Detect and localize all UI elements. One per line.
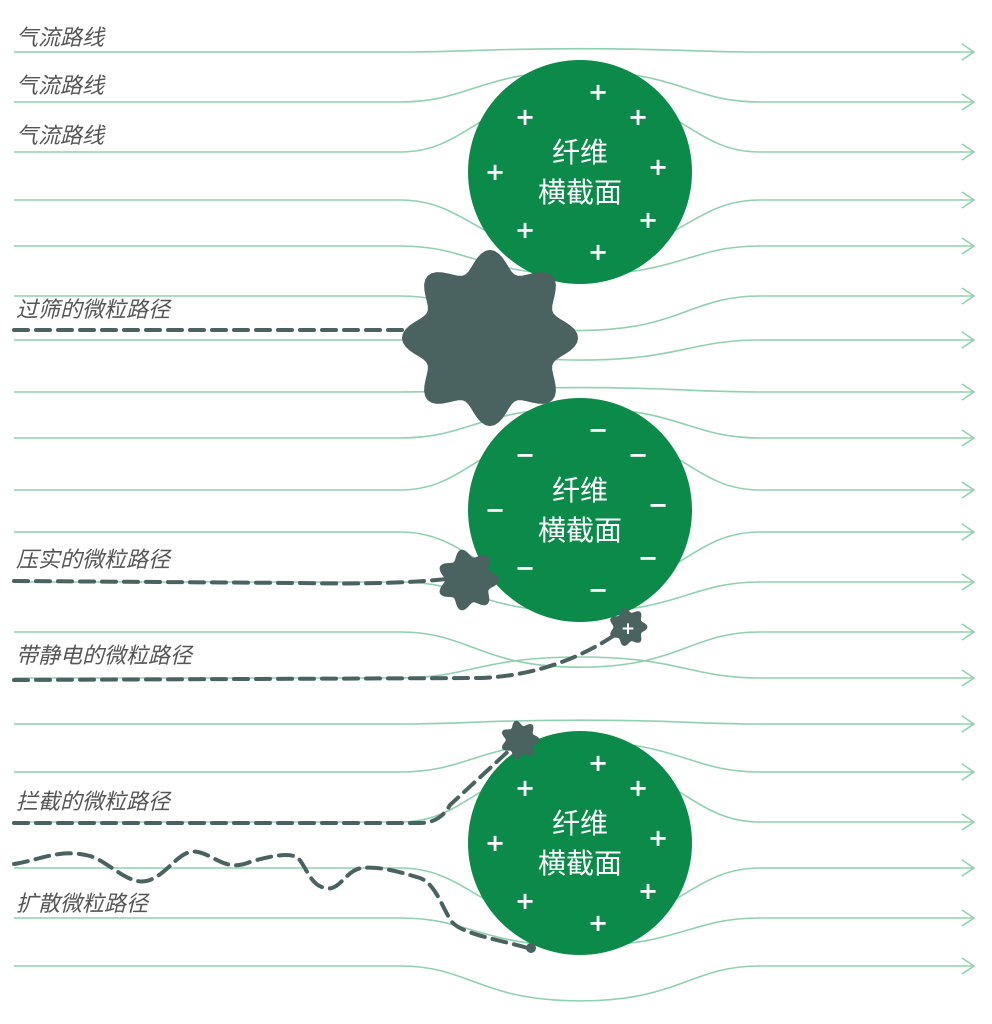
sieved-particle — [401, 249, 579, 427]
electrostatic-particle-charge: + — [621, 619, 635, 639]
fiber-charge-sign: + — [628, 774, 648, 802]
fiber-charges-1: ++++++++ — [485, 78, 668, 266]
fiber-charge-sign: + — [515, 774, 535, 802]
fiber-charge-sign: + — [638, 877, 658, 905]
streamline-arrowhead — [961, 909, 976, 927]
streamline-arrowhead — [961, 429, 976, 447]
fiber-charge-sign: + — [515, 103, 535, 131]
fiber-charges-2: −−−−−−−− — [485, 416, 668, 604]
streamline-arrowhead — [961, 383, 976, 401]
fiber-charge-sign: + — [515, 887, 535, 915]
streamline — [14, 917, 972, 947]
diffusion-particle-path-label: 扩散微粒路径 — [16, 892, 149, 917]
fiber-charge-sign: + — [588, 909, 608, 937]
fiber-charge-sign: + — [648, 824, 668, 852]
airflow-label-2: 气流路线 — [16, 74, 105, 99]
fiber-label-line2-1: 横截面 — [538, 176, 622, 209]
diffusion-particle — [526, 943, 536, 953]
fiber-charge-sign: + — [485, 829, 505, 857]
streamline — [14, 70, 972, 103]
fiber-charge-sign: − — [588, 416, 608, 444]
fiber-circle-2 — [468, 398, 692, 622]
fiber-cross-section-1: 纤维 横截面 ++++++++ — [468, 60, 692, 284]
fiber-charge-sign: − — [515, 554, 535, 582]
fiber-charges-3: ++++++++ — [485, 749, 668, 937]
streamline — [14, 47, 972, 53]
fiber-charge-sign: − — [588, 576, 608, 604]
streamline — [14, 719, 972, 725]
fiber-charge-sign: + — [588, 749, 608, 777]
streamline-arrowhead — [961, 287, 976, 305]
fiber-label-line2-2: 横截面 — [538, 514, 622, 547]
streamline-arrowhead — [961, 813, 976, 831]
fiber-charge-sign: − — [628, 441, 648, 469]
fiber-circle-3 — [468, 731, 692, 955]
fiber-charge-sign: + — [485, 158, 505, 186]
streamline-arrowhead — [961, 481, 976, 499]
fiber-cross-section-3: 纤维 横截面 ++++++++ — [468, 731, 692, 955]
fiber-charge-sign: + — [588, 238, 608, 266]
interception-particle — [502, 720, 540, 760]
fiber-circle-1 — [468, 60, 692, 284]
impaction-particle-path — [12, 576, 457, 586]
interception-particle-path-label: 拦截的微粒路径 — [16, 790, 171, 815]
streamline-arrowhead — [961, 957, 976, 975]
streamline — [14, 965, 972, 1002]
streamline-arrowhead — [961, 43, 976, 61]
streamline-arrowhead — [961, 623, 976, 641]
fiber-charge-sign: − — [515, 441, 535, 469]
streamline-arrowhead — [961, 669, 976, 687]
electrostatic-particle-path — [12, 626, 627, 682]
fiber-charge-sign: − — [648, 491, 668, 519]
fiber-label-line1-3: 纤维 — [552, 807, 608, 840]
fiber-charge-sign: + — [638, 206, 658, 234]
fiber-label-line1-2: 纤维 — [552, 474, 608, 507]
electrostatic-particle: + — [610, 608, 648, 646]
streamline-arrowhead — [961, 191, 976, 209]
fiber-cross-section-2: 纤维 横截面 −−−−−−−− — [468, 398, 692, 622]
streamline — [14, 631, 972, 669]
streamline-arrowhead — [961, 715, 976, 733]
diffusion-particle-path — [12, 849, 530, 950]
streamline — [14, 656, 972, 679]
impaction-particle — [439, 549, 500, 611]
fiber-charge-sign: + — [628, 103, 648, 131]
electrostatic-particle-path-label: 带静电的微粒路径 — [16, 644, 193, 669]
sieved-particle-path-label: 过筛的微粒路径 — [16, 298, 171, 323]
fiber-charge-sign: + — [648, 153, 668, 181]
streamline-arrowhead — [961, 573, 976, 591]
streamline-arrowhead — [961, 331, 976, 349]
fiber-charge-sign: − — [485, 496, 505, 524]
streamline-arrowhead — [961, 143, 976, 161]
streamline-arrowhead — [961, 763, 976, 781]
fiber-label-line1-1: 纤维 — [552, 136, 608, 169]
streamline-arrowhead — [961, 859, 976, 877]
fiber-charge-sign: − — [638, 544, 658, 572]
impaction-particle-path-label: 压实的微粒路径 — [16, 548, 171, 573]
airflow-label-1: 气流路线 — [16, 26, 105, 51]
streamline-arrowhead — [961, 93, 976, 111]
fiber-charge-sign: + — [588, 78, 608, 106]
airflow-label-3: 气流路线 — [16, 124, 105, 149]
streamline-arrowhead — [961, 237, 976, 255]
streamline — [14, 740, 972, 773]
streamline-arrowhead — [961, 523, 976, 541]
interception-particle-path — [12, 743, 517, 825]
fiber-label-line2-3: 横截面 — [538, 847, 622, 880]
fiber-charge-sign: + — [515, 216, 535, 244]
